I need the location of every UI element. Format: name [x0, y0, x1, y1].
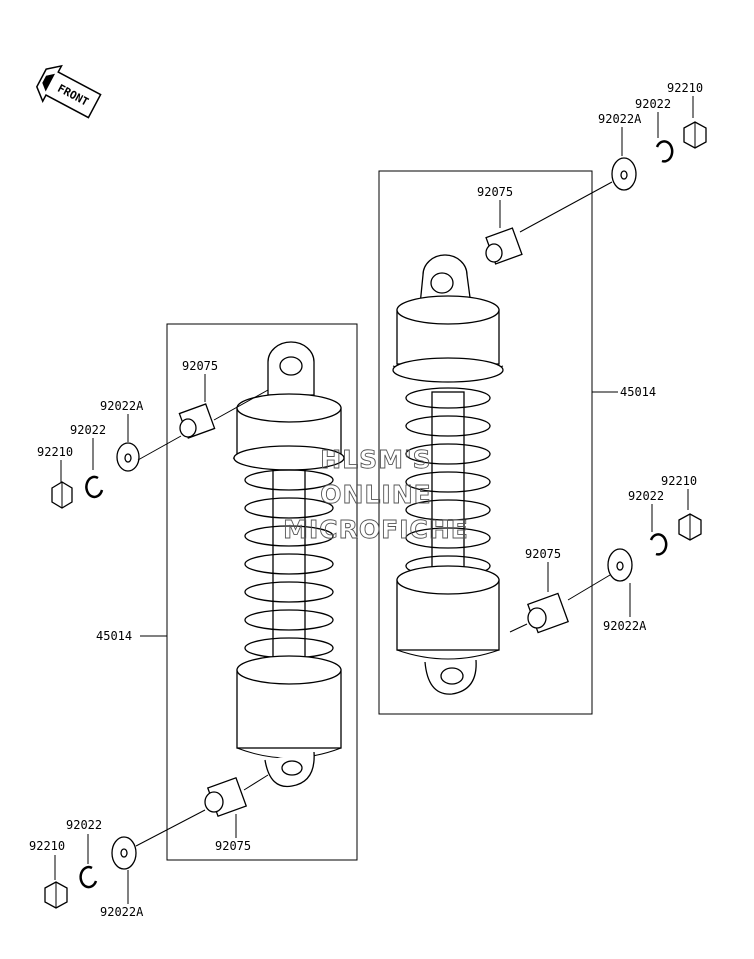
left-assembly-frame	[166, 323, 358, 861]
right-bottom-clip-label: 92022	[628, 489, 664, 503]
right-assembly-label: 45014	[620, 385, 656, 399]
left-bottom-bushing-icon	[204, 776, 248, 818]
left-top-washer-icon	[116, 442, 140, 472]
right-top-washer-icon	[611, 157, 637, 191]
left-bottom-nut-icon	[44, 881, 68, 909]
left-top-bushing-icon	[178, 403, 216, 439]
right-bottom-nut-icon	[678, 513, 702, 541]
left-bottom-washer-label: 92022A	[100, 905, 144, 919]
left-bottom-bushing-label: 92075	[215, 839, 251, 853]
right-bottom-bushing-icon	[527, 592, 569, 634]
right-shock-absorber	[392, 254, 504, 695]
left-bottom-nut-label: 92210	[29, 839, 65, 853]
right-top-washer-label: 92022A	[598, 112, 642, 126]
front-arrow-icon: FRONT	[35, 64, 102, 119]
left-assembly-label: 45014	[96, 629, 132, 643]
left-top-washer-label: 92022A	[100, 399, 144, 413]
right-top-clip-icon	[655, 140, 674, 163]
left-bottom-washer-icon	[111, 836, 137, 870]
right-top-nut-label: 92210	[667, 81, 703, 95]
right-top-bushing-label: 92075	[477, 185, 513, 199]
left-top-nut-icon	[51, 481, 73, 509]
right-top-nut-icon	[683, 121, 707, 149]
right-bottom-clip-icon	[649, 533, 668, 556]
right-bottom-washer-label: 92022A	[603, 619, 647, 633]
right-top-clip-label: 92022	[635, 97, 671, 111]
left-top-bushing-label: 92075	[182, 359, 218, 373]
left-shock-absorber	[232, 341, 346, 788]
left-top-nut-label: 92210	[37, 445, 73, 459]
left-bottom-clip-icon	[79, 865, 98, 889]
right-top-bushing-icon	[485, 227, 523, 265]
right-bottom-bushing-label: 92075	[525, 547, 561, 561]
left-top-clip-label: 92022	[70, 423, 106, 437]
left-top-clip-icon	[85, 475, 104, 499]
svg-text:HLSM'S: HLSM'S	[320, 445, 431, 474]
right-bottom-nut-label: 92210	[661, 474, 697, 488]
right-bottom-washer-icon	[607, 548, 633, 582]
right-assembly-frame	[378, 170, 593, 715]
svg-text:MICROFICHE: MICROFICHE	[283, 515, 469, 544]
left-bottom-clip-label: 92022	[66, 818, 102, 832]
watermark: HLSM'S ONLINE MICROFICHE	[283, 445, 469, 545]
svg-text:ONLINE: ONLINE	[320, 480, 431, 509]
